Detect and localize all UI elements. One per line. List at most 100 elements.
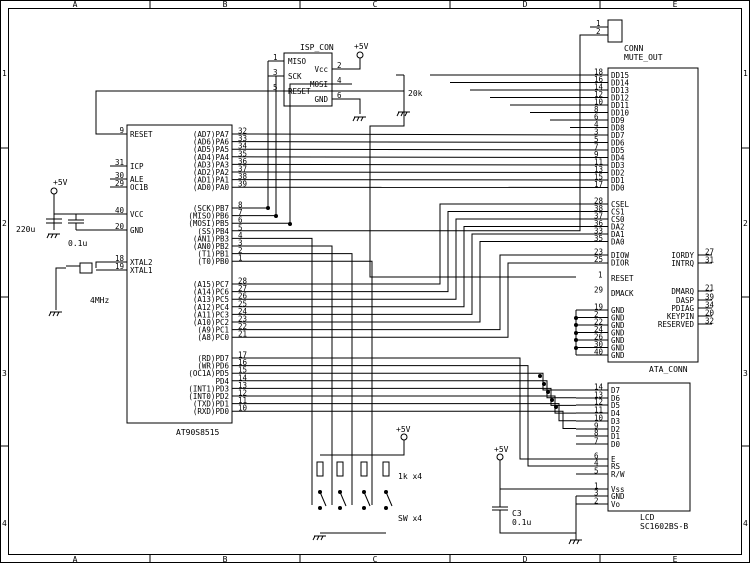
ata-ctrl-bus xyxy=(232,241,608,323)
portb-pin-name: (MISO)PB6 xyxy=(188,212,229,221)
lcd-data-bus xyxy=(232,380,576,399)
porta-bus xyxy=(231,133,609,136)
junction-dot xyxy=(338,506,342,510)
portc-pin-number: 25 xyxy=(238,299,247,308)
ata-right-pin-number: 32 xyxy=(705,317,714,326)
col-label: B xyxy=(223,0,228,9)
ata-data-pin-name: DD6 xyxy=(611,139,625,148)
portb-pin-number: 3 xyxy=(238,239,243,248)
porta-pin-name: (AD3)PA3 xyxy=(193,160,229,169)
isp-pin-name: Vcc xyxy=(314,65,328,74)
ata-ctrl-bus xyxy=(232,211,608,293)
ata-gnd-pin-number: 19 xyxy=(594,303,603,312)
pin-number: 31 xyxy=(115,158,124,167)
lcd-vss xyxy=(499,460,576,490)
ata-ctrl-pin-name: CS1 xyxy=(611,208,625,217)
lcd-pin-name: D2 xyxy=(611,425,620,434)
pin-name: OC1B xyxy=(130,183,149,192)
portd-pin-name: (OC1A)PD5 xyxy=(188,369,229,378)
col-label: E xyxy=(673,0,678,9)
lcd-pin-name: D1 xyxy=(611,432,620,441)
pin-number: 29 xyxy=(115,179,124,188)
ata-ctrl-bus xyxy=(232,226,608,308)
col-label: C xyxy=(373,0,378,9)
lcd-data-bus xyxy=(232,403,576,422)
porta-pin-number: 33 xyxy=(238,134,247,143)
mcu-name: AT90S8515 xyxy=(176,428,220,437)
ata-io-pin-number: 25 xyxy=(594,255,603,264)
lcd-pin-number: 2 xyxy=(594,497,599,506)
switch-array-label: SW x4 xyxy=(398,514,422,523)
portc-pin-number: 24 xyxy=(238,307,248,316)
porta-pin-name: (AD5)PA5 xyxy=(193,145,229,154)
switch-lever xyxy=(363,491,371,507)
porta-pin-number: 38 xyxy=(238,172,248,181)
portb-pin-name: (T1)PB1 xyxy=(197,250,229,259)
portc-pin-name: (A10)PC2 xyxy=(193,318,229,327)
dior-net xyxy=(232,262,608,338)
porta-bus xyxy=(231,171,609,173)
lcd-pin-name: E xyxy=(611,455,616,464)
lcd-pin-name: R/W xyxy=(611,470,625,479)
lcd-pin-number: 5 xyxy=(594,467,599,476)
ata-data-pin-number: 10 xyxy=(594,98,604,107)
ata-data-pin-number: 12 xyxy=(594,90,603,99)
isp-pin-number: 3 xyxy=(273,68,278,77)
lcd-pin-name: D6 xyxy=(611,394,621,403)
junction-dot xyxy=(338,490,342,494)
lcd-name: LCD xyxy=(640,513,655,522)
lcd-pin-name: Vo xyxy=(611,500,621,509)
ata-gnd-pin-number: 22 xyxy=(594,318,603,327)
crystal-body xyxy=(79,262,93,274)
junction-dot xyxy=(362,490,366,494)
ata-io-pin-name: DIOW xyxy=(611,251,630,260)
row-label: 2 xyxy=(2,219,7,228)
lcd-pin-number: 8 xyxy=(594,429,599,438)
isp-pin-number: 5 xyxy=(273,83,278,92)
decoupling-cap-value: 0.1u xyxy=(68,239,87,248)
portb-pin-name: (T0)PB0 xyxy=(197,257,229,266)
lcd-pin-name: RS xyxy=(611,462,621,471)
pullup-resistor-value: 20k xyxy=(408,89,423,98)
lcd-body xyxy=(607,382,691,512)
ata-data-pin-name: DD7 xyxy=(611,131,625,140)
ata-data-pin-number: 4 xyxy=(594,120,599,129)
ata-ctrl-pin-number: 36 xyxy=(594,219,604,228)
lcd-pin-number: 14 xyxy=(594,383,604,392)
lcd-pin-number: 1 xyxy=(594,482,599,491)
row-label: 1 xyxy=(2,69,7,78)
ata-data-pin-number: 7 xyxy=(594,143,599,152)
ata-data-pin-number: 3 xyxy=(594,128,599,137)
lcd-data-bus xyxy=(232,410,576,429)
mosi-net xyxy=(232,83,332,224)
pin-name: ALE xyxy=(130,175,144,184)
row-label: 4 xyxy=(2,519,7,528)
ground-symbol xyxy=(352,116,366,122)
junction-dot xyxy=(542,382,546,386)
ata-gnd-pin-name: GND xyxy=(611,306,625,315)
ata-data-pin-number: 6 xyxy=(594,113,599,122)
ata-ctrl-bus xyxy=(232,203,608,285)
lcd-pin-number: 3 xyxy=(594,489,599,498)
pullup-resistor xyxy=(336,461,344,477)
junction-dot xyxy=(554,405,558,409)
isp-body xyxy=(283,52,333,107)
switch-net xyxy=(232,245,333,505)
pin-number: 20 xyxy=(115,222,125,231)
portc-pin-name: (A11)PC3 xyxy=(193,310,229,319)
ata-right-pin-number: 34 xyxy=(705,301,715,310)
portd-pin-number: 11 xyxy=(238,396,247,405)
portd-pin-name: (TXD)PD1 xyxy=(193,400,229,409)
ata-dmack-pin-number: 29 xyxy=(594,286,603,295)
lcd-pin-number: 4 xyxy=(594,459,599,468)
lcd-rs-net xyxy=(232,365,576,467)
ata-ctrl-pin-name: DA0 xyxy=(611,238,625,247)
junction-dot xyxy=(288,222,292,226)
wire xyxy=(499,510,576,534)
isp-pin-name: RESET xyxy=(288,87,311,96)
ata-ctrl-pin-number: 28 xyxy=(594,197,604,206)
isp-pin-number: 2 xyxy=(337,61,342,70)
ata-data-pin-name: DD15 xyxy=(611,71,629,80)
ata-gnd-pin-number: 2 xyxy=(594,310,599,319)
porta-pin-number: 32 xyxy=(238,127,247,136)
